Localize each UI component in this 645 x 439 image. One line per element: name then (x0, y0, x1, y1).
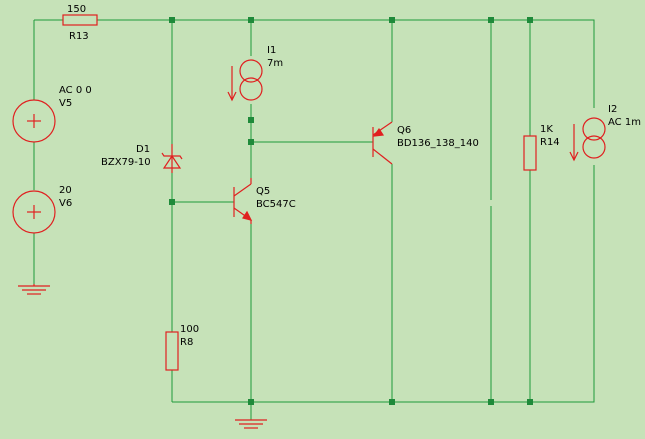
ground-symbol-bottom (235, 419, 267, 429)
q6-pnp-transistor-symbol (372, 121, 393, 165)
r14-resistor-symbol (523, 135, 537, 171)
wire-top-rail (34, 19, 595, 108)
r13-value: 150 (67, 4, 86, 15)
r8-name: R8 (180, 337, 193, 348)
q5-name: Q5 (256, 186, 270, 197)
v5-voltage-source-symbol (12, 99, 56, 143)
v5-name: V5 (59, 98, 72, 109)
q6-name: Q6 (397, 125, 411, 136)
v6-name: V6 (59, 198, 72, 209)
i2-name: I2 (608, 104, 617, 115)
wires (33, 19, 595, 420)
q6-value: BD136_138_140 (397, 138, 479, 149)
d1-zener-diode-symbol (161, 144, 183, 173)
i1-current-source-symbol (227, 59, 263, 102)
i1-value: 7m (267, 58, 283, 69)
r13-resistor-symbol (62, 14, 98, 26)
i2-current-source-symbol (569, 117, 606, 162)
r13-name: R13 (69, 31, 89, 42)
ground-symbol-left (18, 284, 50, 295)
junction-nodes (169, 17, 533, 405)
v5-value: AC 0 0 (59, 85, 92, 96)
i2-value: AC 1m (608, 117, 641, 128)
i1-name: I1 (267, 45, 276, 56)
wire-bottom-rail (172, 165, 595, 403)
v6-value: 20 (59, 185, 72, 196)
d1-value: BZX79-10 (101, 157, 151, 168)
q5-npn-transistor-symbol (233, 178, 253, 224)
v6-voltage-source-symbol (12, 190, 56, 234)
r14-value: 1K (540, 124, 553, 135)
r8-value: 100 (180, 324, 199, 335)
r14-name: R14 (540, 137, 560, 148)
d1-name: D1 (136, 144, 150, 155)
q5-value: BC547C (256, 199, 296, 210)
r8-resistor-symbol (165, 331, 179, 371)
